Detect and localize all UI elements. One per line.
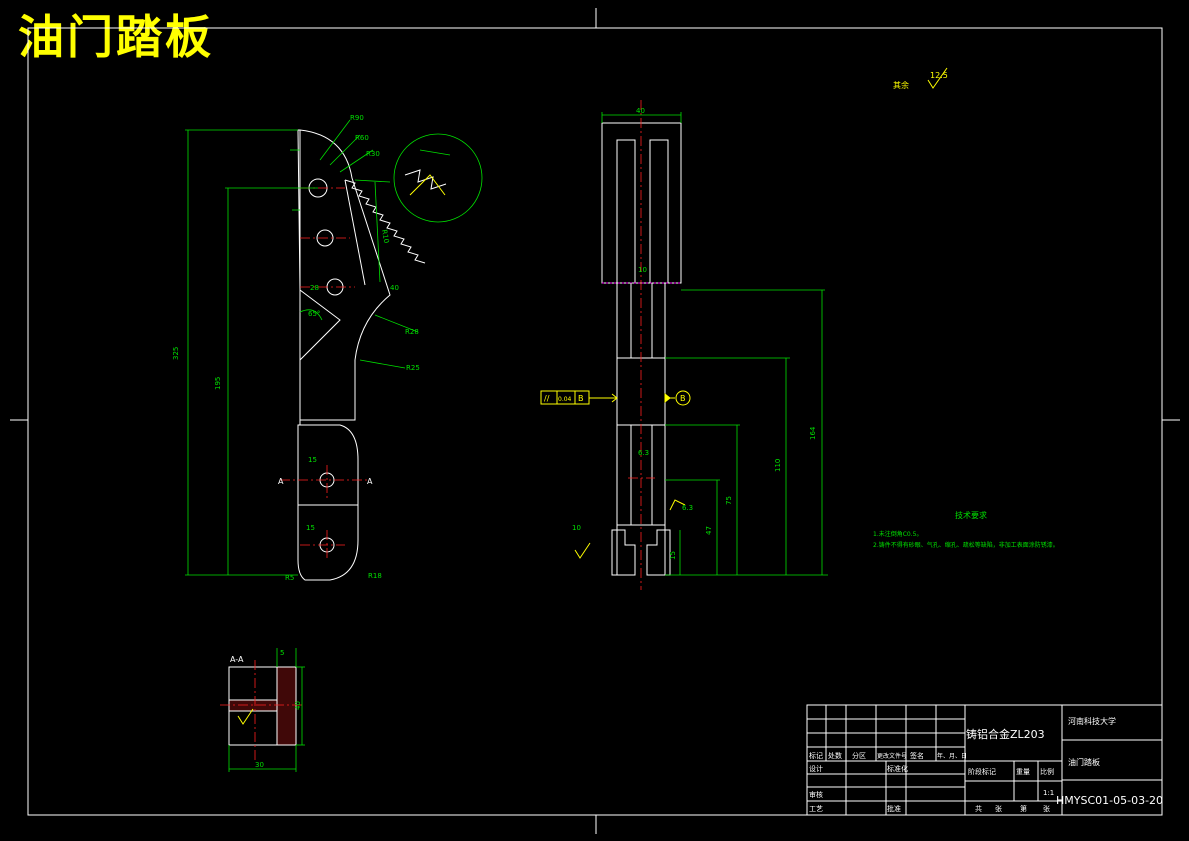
tb-material: 铸铝合金ZL203 [966, 727, 1045, 741]
dim-radius-r18: R18 [368, 572, 382, 580]
dim-15: 15 [669, 551, 677, 560]
tb-col-count: 处数 [828, 751, 842, 760]
tech-req-heading: 技术要求 [955, 510, 987, 520]
tolerance-frame: // 0.04 B B [540, 390, 691, 406]
tb-standardize: 标准化 [887, 764, 908, 773]
dim-hole-to-base: 195 [214, 377, 222, 390]
section-dim-40: 40 [294, 701, 302, 710]
tb-sheet-no: 第 [1020, 804, 1027, 813]
tb-sheet-unit-1: 张 [995, 804, 1002, 813]
dim-radius-r25: R25 [406, 364, 420, 372]
dim-radius-r90: R90 [350, 114, 364, 122]
dim-164: 164 [809, 426, 817, 440]
dim-110: 110 [774, 459, 782, 472]
title-block: 标记 处数 分区 更改文件号 签名 年、月、日 设计 标准化 审核 工艺 批准 … [806, 704, 1163, 816]
tb-col-zone: 分区 [852, 751, 866, 760]
tb-part-name: 油门踏板 [1068, 757, 1100, 767]
tb-review: 审核 [809, 790, 823, 799]
dim-width-40: 40 [636, 107, 645, 115]
front-view-dimensions: 40 10 6.3 164 110 75 47 15 10 6.3 [572, 107, 828, 576]
front-view [601, 100, 682, 590]
section-a-a-view: A-A 5 40 30 [220, 648, 305, 772]
tb-school: 河南科技大学 [1068, 716, 1116, 726]
dim-radius-r30: R30 [366, 150, 380, 158]
tech-requirements: 技术要求 1.未注倒角C0.5。 2.铸件不得有砂眼、气孔、缩孔、疏松等缺陷，非… [873, 510, 1059, 549]
side-view-dimensions: 325 195 65° R25 R28 R90 R60 R30 R10 40 1… [172, 114, 420, 582]
tb-col-sign: 签名 [910, 751, 924, 760]
tb-scale-value: 1:1 [1043, 789, 1054, 797]
section-label: A-A [230, 655, 244, 664]
tolerance-datum: B [578, 394, 584, 403]
section-marker-right: A [367, 477, 373, 486]
roughness-value: 12.5 [930, 71, 948, 80]
drawing-title: 油门踏板 [18, 10, 214, 64]
tech-req-line-1: 1.未注倒角C0.5。 [873, 530, 922, 538]
dim-radius-r60: R60 [355, 134, 369, 142]
tooth-detail-view [393, 133, 483, 223]
tb-approve: 批准 [887, 804, 901, 813]
tb-stage: 阶段标记 [968, 767, 996, 776]
side-view: A A [278, 129, 426, 581]
datum-label: B [680, 394, 686, 403]
dim-radius-r28: R28 [405, 328, 419, 336]
tb-weight: 重量 [1016, 768, 1030, 776]
dim-40: 40 [390, 284, 399, 292]
dim-75: 75 [725, 496, 733, 505]
tb-drawing-no: HMYSC01-05-03-20 [1056, 794, 1163, 807]
tb-sheet-unit-2: 张 [1043, 804, 1050, 813]
section-marker-left: A [278, 477, 284, 486]
dim-angle: 65° [308, 310, 320, 318]
roughness-note: 其余 12.5 [893, 67, 948, 90]
roughness-other-label: 其余 [893, 80, 909, 90]
tb-col-date: 年、月、日 [937, 752, 967, 760]
section-dim-30: 30 [255, 761, 264, 769]
tolerance-value: 0.04 [558, 396, 572, 403]
roughness-left: 10 [572, 524, 581, 532]
dim-47: 47 [705, 526, 713, 535]
dim-overall-height: 325 [172, 347, 180, 360]
tb-col-doc: 更改文件号 [877, 752, 907, 760]
dim-slot-10: 10 [638, 266, 647, 274]
dim-slot-10-lower: 6.3 [638, 449, 649, 457]
tech-req-line-2: 2.铸件不得有砂眼、气孔、缩孔、疏松等缺陷，非加工表面涂防锈漆。 [873, 541, 1059, 549]
tb-col-mark: 标记 [809, 751, 823, 760]
dim-15-lower: 15 [306, 524, 315, 532]
tb-sheet-total: 共 [975, 804, 982, 813]
section-dim-5: 5 [280, 649, 284, 657]
tb-scale-label: 比例 [1040, 767, 1054, 776]
dim-tooth-length: R10 [380, 229, 390, 244]
roughness-right: 6.3 [682, 504, 693, 512]
dim-15-upper: 15 [308, 456, 317, 464]
tolerance-symbol: // [544, 394, 550, 403]
dim-radius-r5: R5 [285, 574, 294, 582]
drawing-border [10, 8, 1180, 834]
tb-design: 设计 [809, 764, 823, 773]
tb-process: 工艺 [809, 805, 823, 813]
dim-28: 28 [310, 284, 319, 292]
